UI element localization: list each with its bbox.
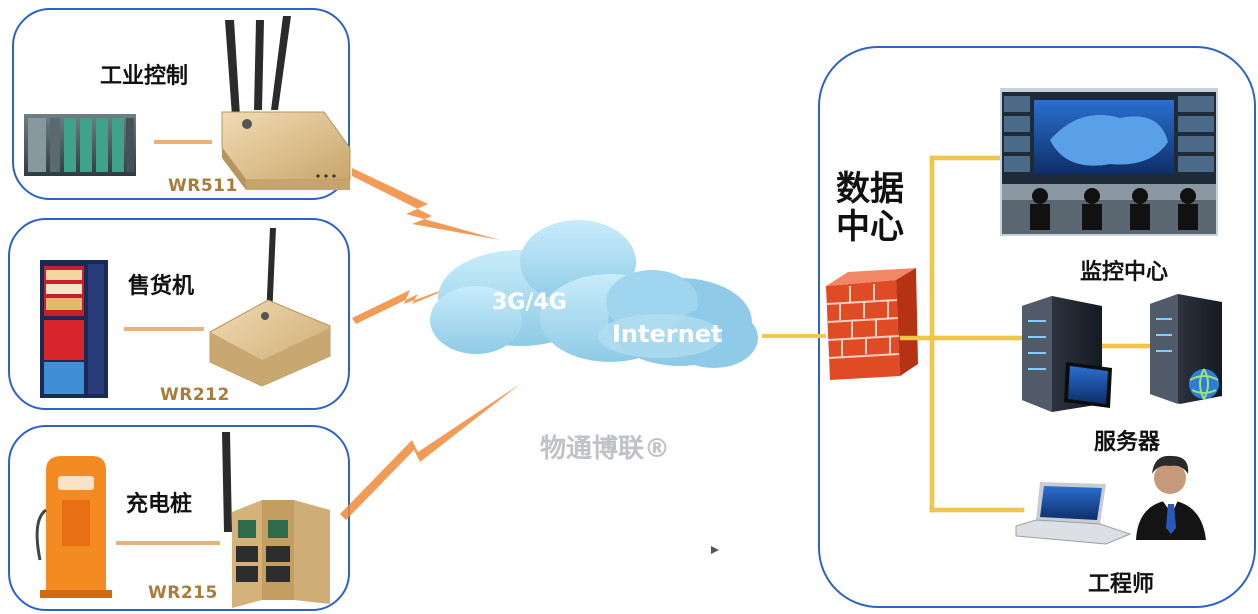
cloud-label-internet: Internet [612,320,723,348]
label-servers: 服务器 [1094,430,1161,455]
router-wr215-icon [222,432,330,608]
model-wr511: WR511 [168,176,238,196]
plc-rack-icon [24,114,136,176]
cursor-arrow-icon [711,546,719,554]
data-center-title: 数据中心 [836,169,904,247]
label-engineer: 工程师 [1088,572,1155,597]
label-industrial-control: 工业控制 [100,64,189,89]
engineer-icon [1136,455,1206,540]
label-vending-machine: 售货机 [128,274,195,299]
model-wr212: WR212 [160,385,230,405]
monitoring-center-icon [1000,88,1218,236]
network-bus [899,155,1157,513]
firewall-icon [826,268,918,380]
label-monitoring-center: 监控中心 [1080,260,1169,285]
model-wr215: WR215 [148,583,218,603]
vending-machine-icon [40,260,108,398]
router-wr511-icon [221,16,351,190]
brand-name: 物通博联® [540,434,671,464]
router-wr212-icon [209,228,331,387]
cloud-icon [430,220,758,368]
cloud-label-3g4g: 3G/4G [492,290,567,315]
laptop-icon [1015,482,1132,545]
label-charging-pile: 充电桩 [126,492,193,517]
server-icon [1022,296,1112,412]
charging-station-icon [35,456,112,598]
globe-icon [1189,368,1219,400]
